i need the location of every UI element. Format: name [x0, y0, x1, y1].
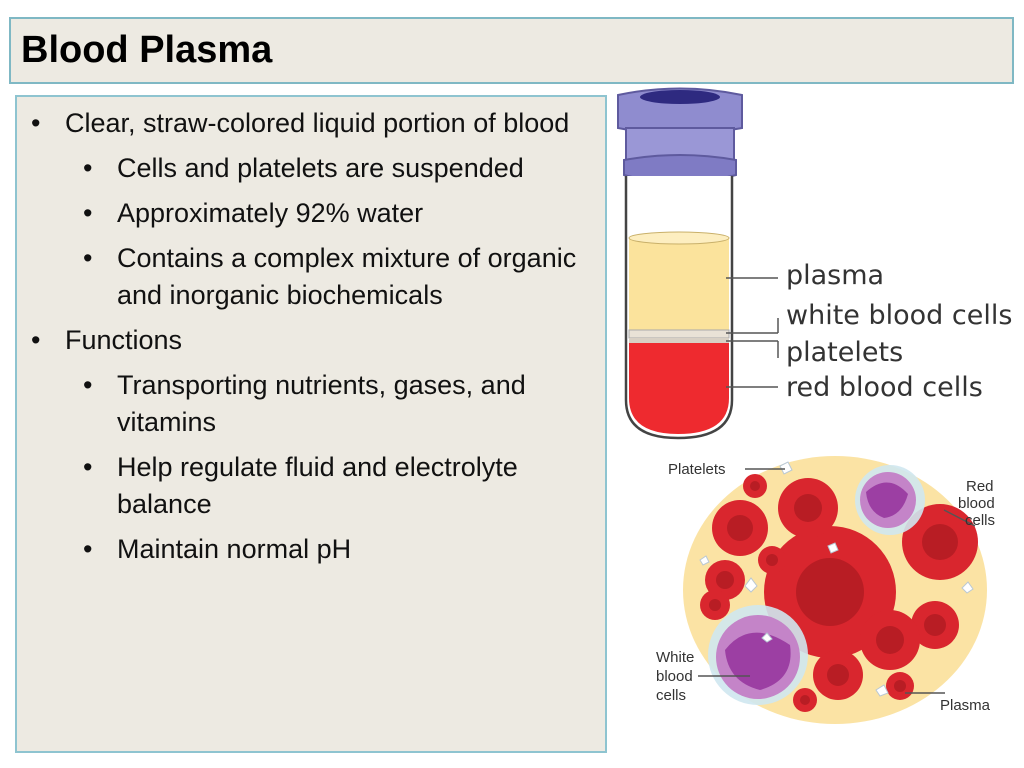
bullet-text: Transporting nutrients, gases, and vitam…: [117, 370, 526, 437]
red-blood-cell: [758, 546, 786, 574]
red-blood-cell: [860, 610, 920, 670]
smear-label-white-2: blood: [656, 668, 693, 685]
bullet-text: Functions: [65, 325, 183, 355]
platelet: [744, 577, 758, 593]
white-blood-cell: [708, 605, 808, 705]
sub-bullet-item: • Help regulate fluid and electrolyte ba…: [17, 449, 607, 523]
smear-label-platelets: Platelets: [668, 461, 726, 478]
sub-bullet-item: • Approximately 92% water: [17, 195, 607, 232]
red-blood-cell: [813, 650, 863, 700]
smear-label-red-2: blood: [958, 495, 995, 512]
sub-bullet-item: • Maintain normal pH: [17, 531, 607, 568]
rbc-smear-leader: [943, 509, 976, 527]
sub-bullet-item: • Contains a complex mixture of organic …: [17, 240, 607, 314]
bullet-dot: •: [83, 153, 93, 183]
slide-title: Blood Plasma: [21, 29, 273, 71]
blood-smear-diagram: Platelets Red blood cells White blood ce…: [656, 456, 995, 724]
bullet-dot: •: [83, 198, 93, 228]
platelet: [961, 581, 974, 594]
sub-bullet-item: • Cells and platelets are suspended: [17, 150, 607, 187]
plasma-surface: [628, 231, 730, 245]
smear-label-plasma: Plasma: [940, 697, 991, 714]
tube-cap-opening: [640, 90, 720, 104]
platelet-layer: [629, 338, 729, 343]
red-blood-cell: [778, 478, 838, 538]
bullet-text: Clear, straw-colored liquid portion of b…: [65, 108, 570, 138]
bullet-dot: •: [83, 243, 93, 273]
smear-label-white-3: cells: [656, 687, 686, 704]
red-blood-cell: [886, 672, 914, 700]
title-bar: Blood Plasma: [9, 17, 1014, 84]
platelet: [875, 684, 889, 697]
platelet: [827, 542, 839, 554]
white-cell-layer: [628, 329, 730, 339]
platelet: [699, 555, 710, 566]
plasma-layer: [629, 233, 729, 330]
bullet-text: Contains a complex mixture of organic an…: [117, 243, 577, 310]
red-blood-cell: [700, 590, 730, 620]
smear-label-red-3: cells: [965, 512, 995, 529]
red-blood-cell: [712, 500, 768, 556]
red-blood-cell: [911, 601, 959, 649]
bullet-dot: •: [83, 534, 93, 564]
bullet-item: • Clear, straw-colored liquid portion of…: [17, 105, 607, 142]
bullet-text: Cells and platelets are suspended: [117, 153, 524, 183]
bullet-text: Approximately 92% water: [117, 198, 424, 228]
bullet-dot: •: [31, 325, 41, 355]
bullet-dot: •: [83, 370, 93, 400]
red-blood-cell: [743, 474, 767, 498]
bullet-dot: •: [31, 108, 41, 138]
red-cell-layer: [629, 343, 729, 434]
sub-bullet-item: • Transporting nutrients, gases, and vit…: [17, 367, 607, 441]
red-blood-cell: [793, 688, 817, 712]
tube-label-plasma: plasma: [786, 260, 884, 291]
tube-label-rbc: red blood cells: [786, 372, 983, 403]
bullet-panel: • Clear, straw-colored liquid portion of…: [15, 95, 607, 753]
smear-label-red-1: Red: [966, 478, 994, 495]
smear-label-white-1: White: [656, 649, 694, 666]
tube-label-wbc: white blood cells: [786, 300, 1012, 331]
platelet: [779, 461, 793, 475]
platelet: [761, 632, 773, 643]
white-blood-cell: [855, 465, 925, 535]
bullet-text: Help regulate fluid and electrolyte bala…: [117, 452, 518, 519]
red-blood-cell: [902, 504, 978, 580]
bullet-list: • Clear, straw-colored liquid portion of…: [17, 105, 607, 568]
bullet-item: • Functions: [17, 322, 607, 359]
platelets: [699, 461, 974, 697]
bullet-text: Maintain normal pH: [117, 534, 352, 564]
test-tube-diagram: plasma white blood cells platelets red b…: [617, 87, 1012, 440]
bullet-dot: •: [83, 452, 93, 482]
tube-label-platelets: platelets: [786, 337, 903, 368]
